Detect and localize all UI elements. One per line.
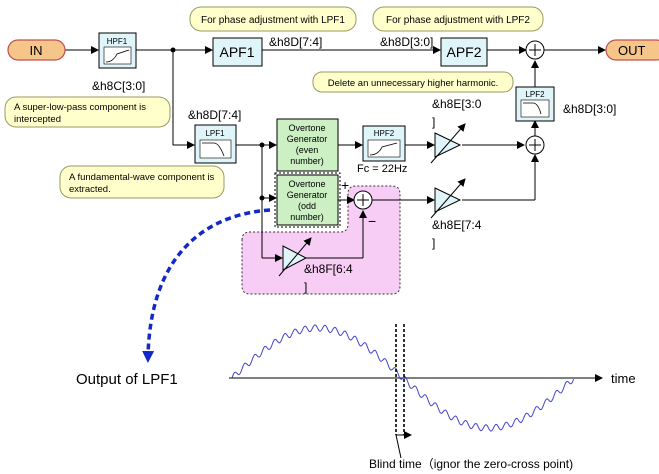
og-odd-dotted-frame xyxy=(274,172,341,228)
lpf2-block: LPF2 xyxy=(515,86,555,122)
svg-text:LPF1: LPF1 xyxy=(205,129,225,138)
svg-text:intercepted: intercepted xyxy=(14,114,61,125)
note-fundamental: A fundamental-wave component is extracte… xyxy=(59,165,225,199)
reg-h8e-30: &h8E[3:0 xyxy=(432,97,482,111)
output-terminal: OUT xyxy=(605,39,659,61)
amp-h8e-30 xyxy=(430,123,466,164)
blind-time-caption: Blind time（ignor the zero-cross point) xyxy=(369,457,573,471)
reg-h8d-74-mid: &h8D[7:4] xyxy=(188,108,241,122)
reg-h8e-30-bracket: ] xyxy=(432,115,435,129)
svg-text:LPF2: LPF2 xyxy=(525,90,545,99)
reg-h8f-64-bracket: ] xyxy=(304,280,307,294)
subtractor xyxy=(353,190,373,210)
svg-text:APF2: APF2 xyxy=(446,44,481,60)
svg-text:For phase adjustment with LPF2: For phase adjustment with LPF2 xyxy=(386,15,530,26)
note-phase-lpf2: For phase adjustment with LPF2 xyxy=(372,6,544,32)
svg-text:(even: (even xyxy=(296,145,319,155)
junction-dot xyxy=(259,195,265,201)
reg-h8c: &h8C[3:0] xyxy=(92,79,145,93)
svg-text:OUT: OUT xyxy=(618,43,646,58)
reg-h8d-74-top: &h8D[7:4] xyxy=(269,35,322,49)
lpf1-block: LPF1 xyxy=(194,124,237,164)
hpf1-block: HPF1 xyxy=(98,32,137,69)
note-harmonic: Delete an unnecessary higher harmonic. xyxy=(312,71,514,93)
svg-text:Delete an unnecessary higher h: Delete an unnecessary higher harmonic. xyxy=(328,78,499,89)
svg-text:Overtone: Overtone xyxy=(288,179,325,189)
og-odd-block: Overtone Generator (odd number) xyxy=(276,174,339,226)
svg-text:extracted.: extracted. xyxy=(69,184,111,195)
svg-text:(odd: (odd xyxy=(298,201,316,211)
note-superlow: A super-low-pass component is intercepte… xyxy=(4,96,171,128)
fc-label: Fc = 22Hz xyxy=(357,163,407,175)
svg-text:For phase adjustment with LPF1: For phase adjustment with LPF1 xyxy=(201,15,345,26)
svg-text:number): number) xyxy=(290,156,324,166)
input-terminal: IN xyxy=(7,39,66,61)
plus-sign: + xyxy=(341,177,349,193)
lower-summer xyxy=(525,135,545,155)
svg-text:Generator: Generator xyxy=(287,134,328,144)
lpf1-waveform xyxy=(231,324,575,432)
upper-summer xyxy=(525,40,545,60)
waveform-label: Output of LPF1 xyxy=(76,371,178,388)
svg-text:Generator: Generator xyxy=(287,190,328,200)
og-even-block: Overtone Generator (even number) xyxy=(276,118,339,172)
apf1-block: APF1 xyxy=(212,37,263,67)
svg-text:A fundamental-wave component i: A fundamental-wave component is xyxy=(69,172,214,183)
reg-h8e-74-bracket: ] xyxy=(432,236,435,250)
svg-text:number): number) xyxy=(290,212,324,222)
lpf1-output-pointer xyxy=(142,208,271,363)
amp-h8f-64 xyxy=(278,237,312,277)
blind-time-leader xyxy=(395,434,402,459)
junction-dot xyxy=(259,142,265,148)
svg-text:HPF1: HPF1 xyxy=(107,37,128,46)
reg-h8e-74: &h8E[7:4 xyxy=(432,218,482,232)
svg-text:HPF2: HPF2 xyxy=(374,129,395,138)
minus-sign: − xyxy=(368,213,376,229)
svg-text:Overtone: Overtone xyxy=(288,123,325,133)
junction-dot xyxy=(170,47,176,53)
hpf2-block: HPF2 xyxy=(362,125,406,162)
reg-h8f-64: &h8F[6:4 xyxy=(304,262,353,276)
signal-lines xyxy=(65,46,606,262)
svg-text:A super-low-pass component is: A super-low-pass component is xyxy=(14,102,146,113)
time-axis-label: time xyxy=(611,371,636,386)
amp-h8e-74 xyxy=(430,178,466,219)
apf2-block: APF2 xyxy=(440,37,488,67)
reg-h8d-30-right: &h8D[3:0] xyxy=(563,102,616,116)
reg-h8d-30-top: &h8D[3:0] xyxy=(380,35,433,49)
svg-text:APF1: APF1 xyxy=(219,44,254,60)
note-phase-lpf1: For phase adjustment with LPF1 xyxy=(189,6,357,32)
svg-text:IN: IN xyxy=(30,43,43,58)
